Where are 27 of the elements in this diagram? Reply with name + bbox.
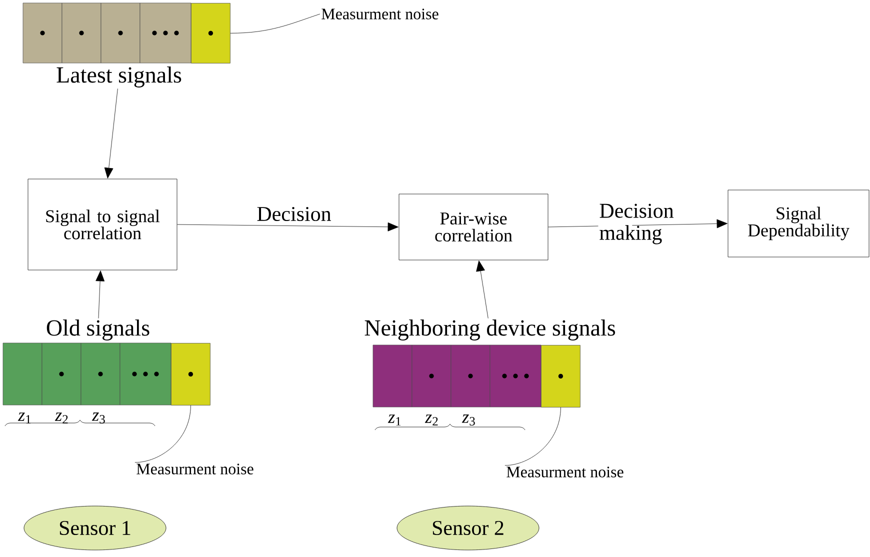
variable-label: z$_{2}$	[424, 414, 438, 426]
annotation-text: Measurment noise	[136, 464, 254, 474]
leader-line	[230, 14, 320, 34]
edge-label: Decision making	[600, 204, 674, 244]
arrow	[476, 260, 488, 319]
leader-line	[504, 407, 561, 466]
strip-heading: Latest signals	[56, 66, 182, 88]
annotation-text: Measurment noise	[506, 466, 624, 478]
variable-label: z$_{1}$	[18, 412, 31, 424]
arrow	[96, 270, 105, 319]
noise-cell	[541, 345, 580, 408]
arrow	[177, 222, 398, 232]
noise-cell	[171, 343, 210, 406]
variable-label: z$_{1}$	[388, 414, 401, 426]
arrow	[104, 88, 118, 178]
leader-line	[134, 405, 191, 463]
variable-label: z$_{3}$	[92, 412, 105, 424]
edge-label: Decision	[257, 206, 331, 222]
process-box: Signal Dependability	[728, 190, 870, 258]
variable-label: z$_{2}$	[54, 412, 68, 424]
variable-label: z$_{3}$	[462, 414, 475, 426]
noise-cell	[191, 3, 230, 64]
strip-heading: Old signals	[46, 320, 150, 340]
process-box: Pair-wise correlation	[398, 194, 548, 260]
annotation-text: Measurment noise	[322, 8, 438, 20]
process-box: Signal to signal correlation	[28, 178, 178, 270]
strip-heading: Neighboring device signals	[364, 320, 616, 340]
